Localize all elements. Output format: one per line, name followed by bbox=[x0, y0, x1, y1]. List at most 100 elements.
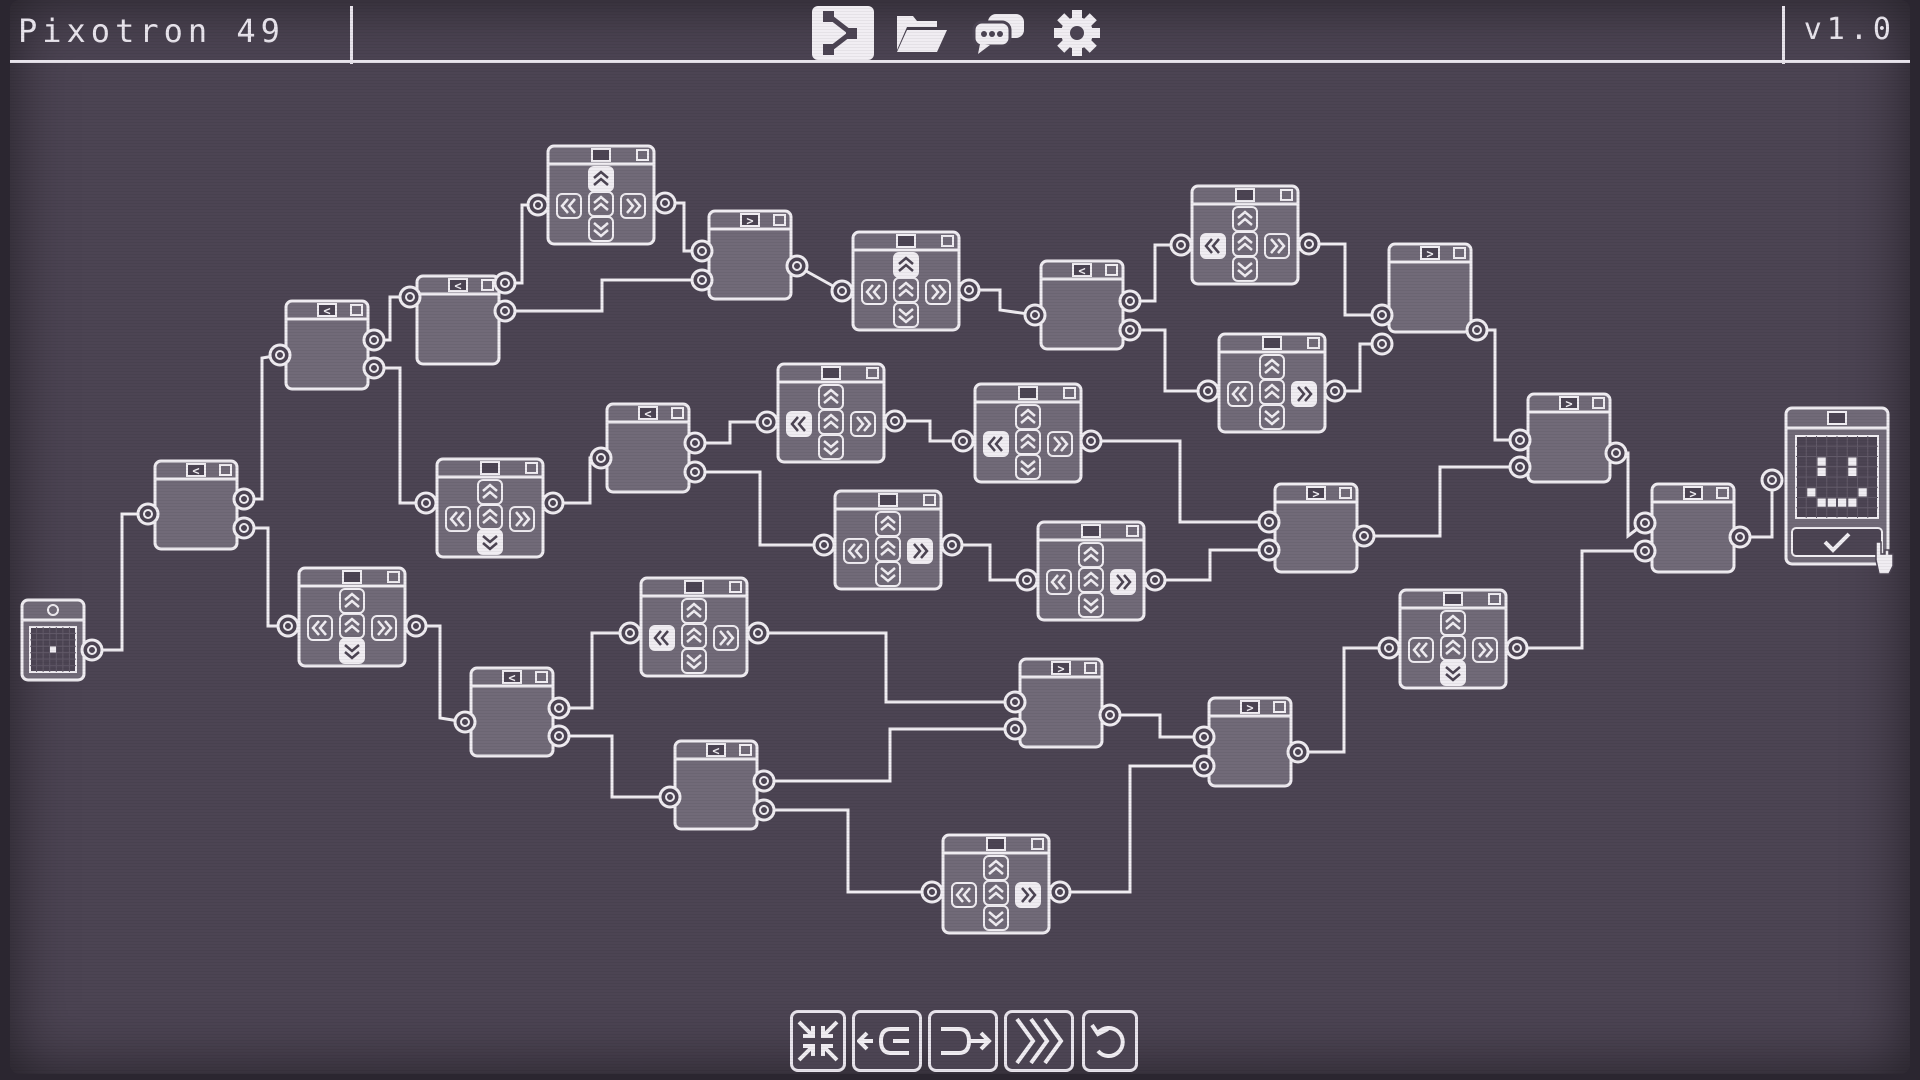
connector-port[interactable] bbox=[1352, 524, 1376, 548]
shifter-node[interactable] bbox=[833, 489, 943, 591]
connector-port[interactable] bbox=[1192, 754, 1216, 778]
connector-port[interactable] bbox=[1169, 233, 1193, 257]
connector-port[interactable] bbox=[785, 254, 809, 278]
connector-port[interactable] bbox=[812, 533, 836, 557]
connector-port[interactable] bbox=[1370, 303, 1394, 327]
connector-port[interactable] bbox=[1143, 568, 1167, 592]
connector-port[interactable] bbox=[618, 621, 642, 645]
connector-port[interactable] bbox=[232, 516, 256, 540]
connector-port[interactable] bbox=[1023, 303, 1047, 327]
connector-port[interactable] bbox=[1048, 880, 1072, 904]
wire-tool-button[interactable] bbox=[812, 6, 874, 60]
connector-port[interactable] bbox=[830, 279, 854, 303]
connector-port[interactable] bbox=[1257, 538, 1281, 562]
connector-port[interactable] bbox=[547, 724, 571, 748]
connector-port[interactable] bbox=[1633, 511, 1657, 535]
connector-port[interactable] bbox=[493, 299, 517, 323]
connector-port[interactable] bbox=[589, 446, 613, 470]
connector-port[interactable] bbox=[690, 239, 714, 263]
connector-port[interactable] bbox=[746, 621, 770, 645]
connector-port[interactable] bbox=[755, 410, 779, 434]
connector-port[interactable] bbox=[1196, 379, 1220, 403]
undo-button[interactable] bbox=[1082, 1010, 1138, 1072]
splitter-node[interactable]: < bbox=[415, 274, 501, 366]
connector-port[interactable] bbox=[1003, 690, 1027, 714]
connector-port[interactable] bbox=[658, 785, 682, 809]
connector-port[interactable] bbox=[1760, 468, 1784, 492]
connector-port[interactable] bbox=[526, 193, 550, 217]
shifter-node[interactable] bbox=[435, 457, 545, 559]
connector-port[interactable] bbox=[957, 278, 981, 302]
connector-port[interactable] bbox=[1118, 289, 1142, 313]
split-tool-button[interactable] bbox=[928, 1010, 998, 1072]
connector-port[interactable] bbox=[1003, 717, 1027, 741]
splitter-node[interactable]: < bbox=[469, 666, 555, 758]
connector-port[interactable] bbox=[752, 798, 776, 822]
shifter-node[interactable] bbox=[1217, 332, 1327, 434]
chat-button[interactable] bbox=[968, 6, 1030, 60]
shifter-node[interactable] bbox=[297, 566, 407, 668]
connector-port[interactable] bbox=[404, 614, 428, 638]
connector-port[interactable] bbox=[883, 409, 907, 433]
fast-forward-button[interactable] bbox=[1004, 1010, 1074, 1072]
connector-port[interactable] bbox=[1633, 539, 1657, 563]
connector-port[interactable] bbox=[362, 328, 386, 352]
connector-port[interactable] bbox=[1118, 318, 1142, 342]
connector-port[interactable] bbox=[951, 429, 975, 453]
connector-port[interactable] bbox=[1098, 703, 1122, 727]
splitter-node[interactable]: < bbox=[153, 459, 239, 551]
connector-port[interactable] bbox=[493, 271, 517, 295]
connector-port[interactable] bbox=[683, 431, 707, 455]
connector-port[interactable] bbox=[1604, 441, 1628, 465]
connector-port[interactable] bbox=[1079, 429, 1103, 453]
connector-port[interactable] bbox=[453, 710, 477, 734]
splitter-node[interactable]: < bbox=[605, 402, 691, 494]
connector-port[interactable] bbox=[268, 343, 292, 367]
connector-port[interactable] bbox=[232, 487, 256, 511]
connector-port[interactable] bbox=[690, 268, 714, 292]
connector-port[interactable] bbox=[1728, 525, 1752, 549]
splitter-node[interactable]: < bbox=[1039, 259, 1125, 351]
connector-port[interactable] bbox=[1508, 455, 1532, 479]
connector-port[interactable] bbox=[1257, 510, 1281, 534]
shrink-tool-button[interactable] bbox=[790, 1010, 846, 1072]
connector-port[interactable] bbox=[362, 356, 386, 380]
connector-port[interactable] bbox=[547, 696, 571, 720]
connector-port[interactable] bbox=[1508, 428, 1532, 452]
connector-port[interactable] bbox=[80, 638, 104, 662]
shifter-node[interactable] bbox=[1190, 184, 1300, 286]
splitter-node[interactable]: < bbox=[284, 299, 370, 391]
merge-tool-button[interactable] bbox=[852, 1010, 922, 1072]
connector-port[interactable] bbox=[1505, 636, 1529, 660]
merger-node[interactable]: > bbox=[1018, 657, 1104, 749]
shifter-node[interactable] bbox=[776, 362, 886, 464]
merger-node[interactable]: > bbox=[1526, 392, 1612, 484]
merger-node[interactable]: > bbox=[1650, 482, 1736, 574]
connector-port[interactable] bbox=[683, 460, 707, 484]
shifter-node[interactable] bbox=[941, 833, 1051, 935]
connector-port[interactable] bbox=[398, 285, 422, 309]
connector-port[interactable] bbox=[276, 614, 300, 638]
shifter-node[interactable] bbox=[973, 382, 1083, 484]
merger-node[interactable]: > bbox=[1387, 242, 1473, 334]
connector-port[interactable] bbox=[1465, 318, 1489, 342]
connector-port[interactable] bbox=[541, 491, 565, 515]
merger-node[interactable]: > bbox=[1273, 482, 1359, 574]
connector-port[interactable] bbox=[1192, 725, 1216, 749]
input-source-node[interactable] bbox=[20, 598, 86, 682]
submit-check-button[interactable] bbox=[1791, 527, 1883, 557]
connector-port[interactable] bbox=[653, 191, 677, 215]
connector-port[interactable] bbox=[1015, 568, 1039, 592]
shifter-node[interactable] bbox=[639, 576, 749, 678]
shifter-node[interactable] bbox=[1036, 520, 1146, 622]
shifter-node[interactable] bbox=[851, 230, 961, 332]
connector-port[interactable] bbox=[940, 533, 964, 557]
connector-port[interactable] bbox=[1297, 232, 1321, 256]
merger-node[interactable]: > bbox=[707, 209, 793, 301]
connector-port[interactable] bbox=[920, 880, 944, 904]
open-folder-button[interactable] bbox=[890, 6, 952, 60]
settings-button[interactable] bbox=[1046, 6, 1108, 60]
shifter-node[interactable] bbox=[546, 144, 656, 246]
connector-port[interactable] bbox=[1323, 379, 1347, 403]
merger-node[interactable]: > bbox=[1207, 696, 1293, 788]
